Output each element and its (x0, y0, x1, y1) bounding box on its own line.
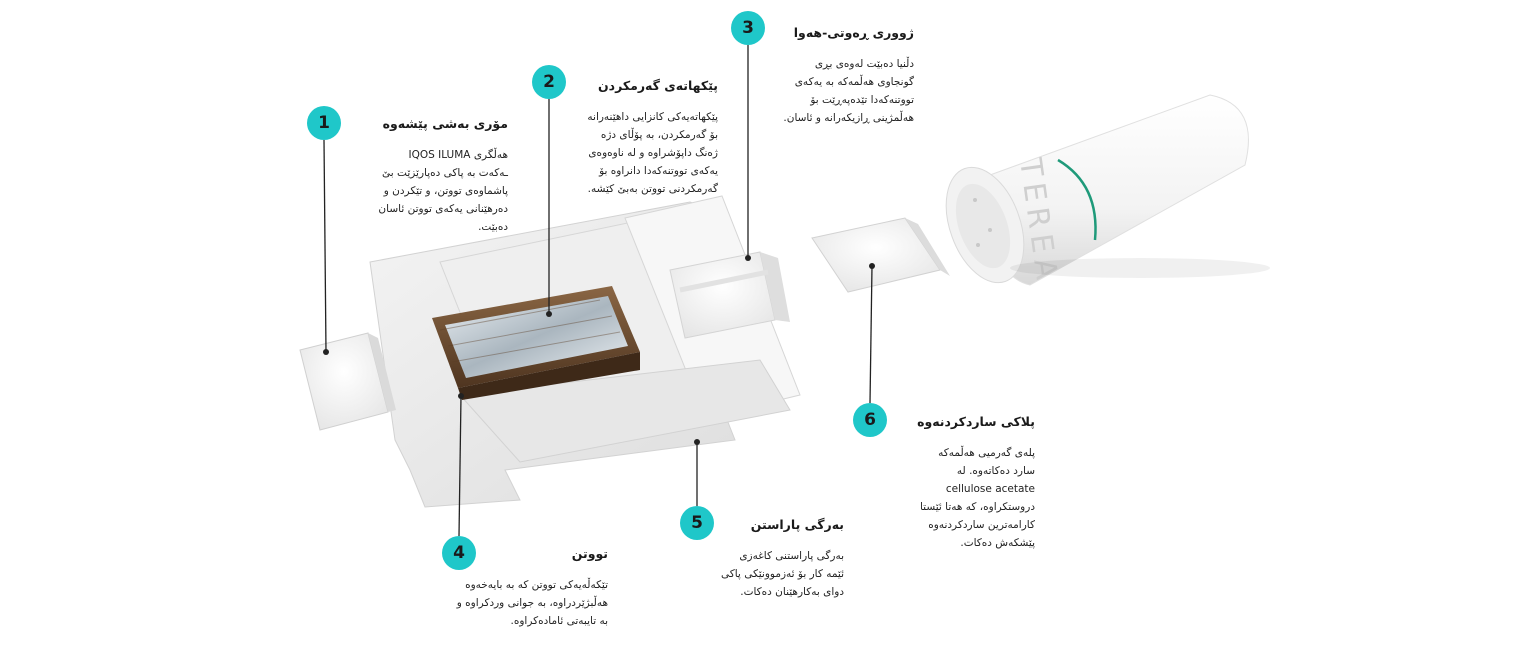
cooling-element (811, 217, 950, 293)
badge-4: 4 (442, 536, 476, 570)
connector-dot-4 (458, 393, 464, 399)
badge-6-number: 6 (864, 410, 876, 430)
badge-3-number: 3 (742, 18, 754, 38)
callout-2-block: پێکهاتەی گەرمکردن پێکهاتەیەکی کانزایی دا… (548, 78, 718, 198)
badge-5-number: 5 (691, 513, 703, 533)
connector-dot-3 (745, 255, 751, 261)
callout-4-block: تووتن تێکەڵەیەکی تووتن کە بە بایەخەوە هە… (418, 546, 608, 630)
tube-shadow (1010, 258, 1270, 278)
connector-line-6 (869, 265, 873, 404)
callout-6-text: پلەی گەرمیی هەڵمەکە سارد دەکاتەوە. لە ce… (919, 447, 1035, 549)
callout-6-title: پلاکی ساردکردنەوە (917, 414, 1035, 429)
callout-5-block: بەرگی پاراستن بەرگی پاراستنی کاغەزی ئێمە… (686, 517, 844, 601)
callout-3-title: ژووری ڕەوتی-هەوا (793, 25, 914, 40)
connector-dot-5 (694, 439, 700, 445)
connector-line-4 (458, 395, 462, 537)
callout-4-title: تووتن (571, 546, 608, 561)
connector-dot-6 (869, 263, 875, 269)
callout-1-title: مۆری بەشی پێشەوە (382, 116, 508, 131)
callout-1-text: هەڵگری IQOS ILUMA ـەکەت بە پاکی دەپارێزێ… (378, 149, 508, 233)
callout-3-block: ژووری ڕەوتی-هەوا دڵنیا دەبێت لەوەی بڕی گ… (752, 25, 914, 127)
badge-2-number: 2 (543, 72, 555, 92)
badge-4-number: 4 (453, 543, 465, 563)
connector-dot-1 (323, 349, 329, 355)
badge-2: 2 (532, 65, 566, 99)
tobacco-and-blade (432, 286, 640, 400)
badge-6: 6 (853, 403, 887, 437)
callout-1-block: مۆری بەشی پێشەوە هەڵگری IQOS ILUMA ـەکەت… (318, 116, 508, 236)
callout-2-text: پێکهاتەیەکی کانزایی داهێنەرانە بۆ گەرمکر… (587, 111, 718, 195)
badge-5: 5 (680, 506, 714, 540)
callout-2-title: پێکهاتەی گەرمکردن (597, 78, 718, 93)
callout-5-text: بەرگی پاراستنی کاغەزی ئێمە کار بۆ ئەزموو… (720, 550, 844, 598)
air-flow-chamber (669, 251, 790, 339)
callout-5-title: بەرگی پاراستن (750, 517, 844, 532)
callout-6-block: پلاکی ساردکردنەوە پلەی گەرمیی هەڵمەکە سا… (890, 414, 1035, 552)
callout-connectors (323, 45, 875, 537)
mouthpiece-tube: TEREA (945, 94, 1249, 287)
badge-1-number: 1 (318, 113, 330, 133)
badge-1: 1 (307, 106, 341, 140)
front-plug (299, 332, 396, 431)
connector-line-1 (323, 139, 327, 353)
badge-3: 3 (731, 11, 765, 45)
connector-dot-2 (546, 311, 552, 317)
callout-4-text: تێکەڵەیەکی تووتن کە بە بایەخەوە هەڵبژێرد… (456, 579, 608, 627)
callout-3-text: دڵنیا دەبێت لەوەی بڕی گونجاوی هەڵمەکە بە… (783, 58, 914, 124)
